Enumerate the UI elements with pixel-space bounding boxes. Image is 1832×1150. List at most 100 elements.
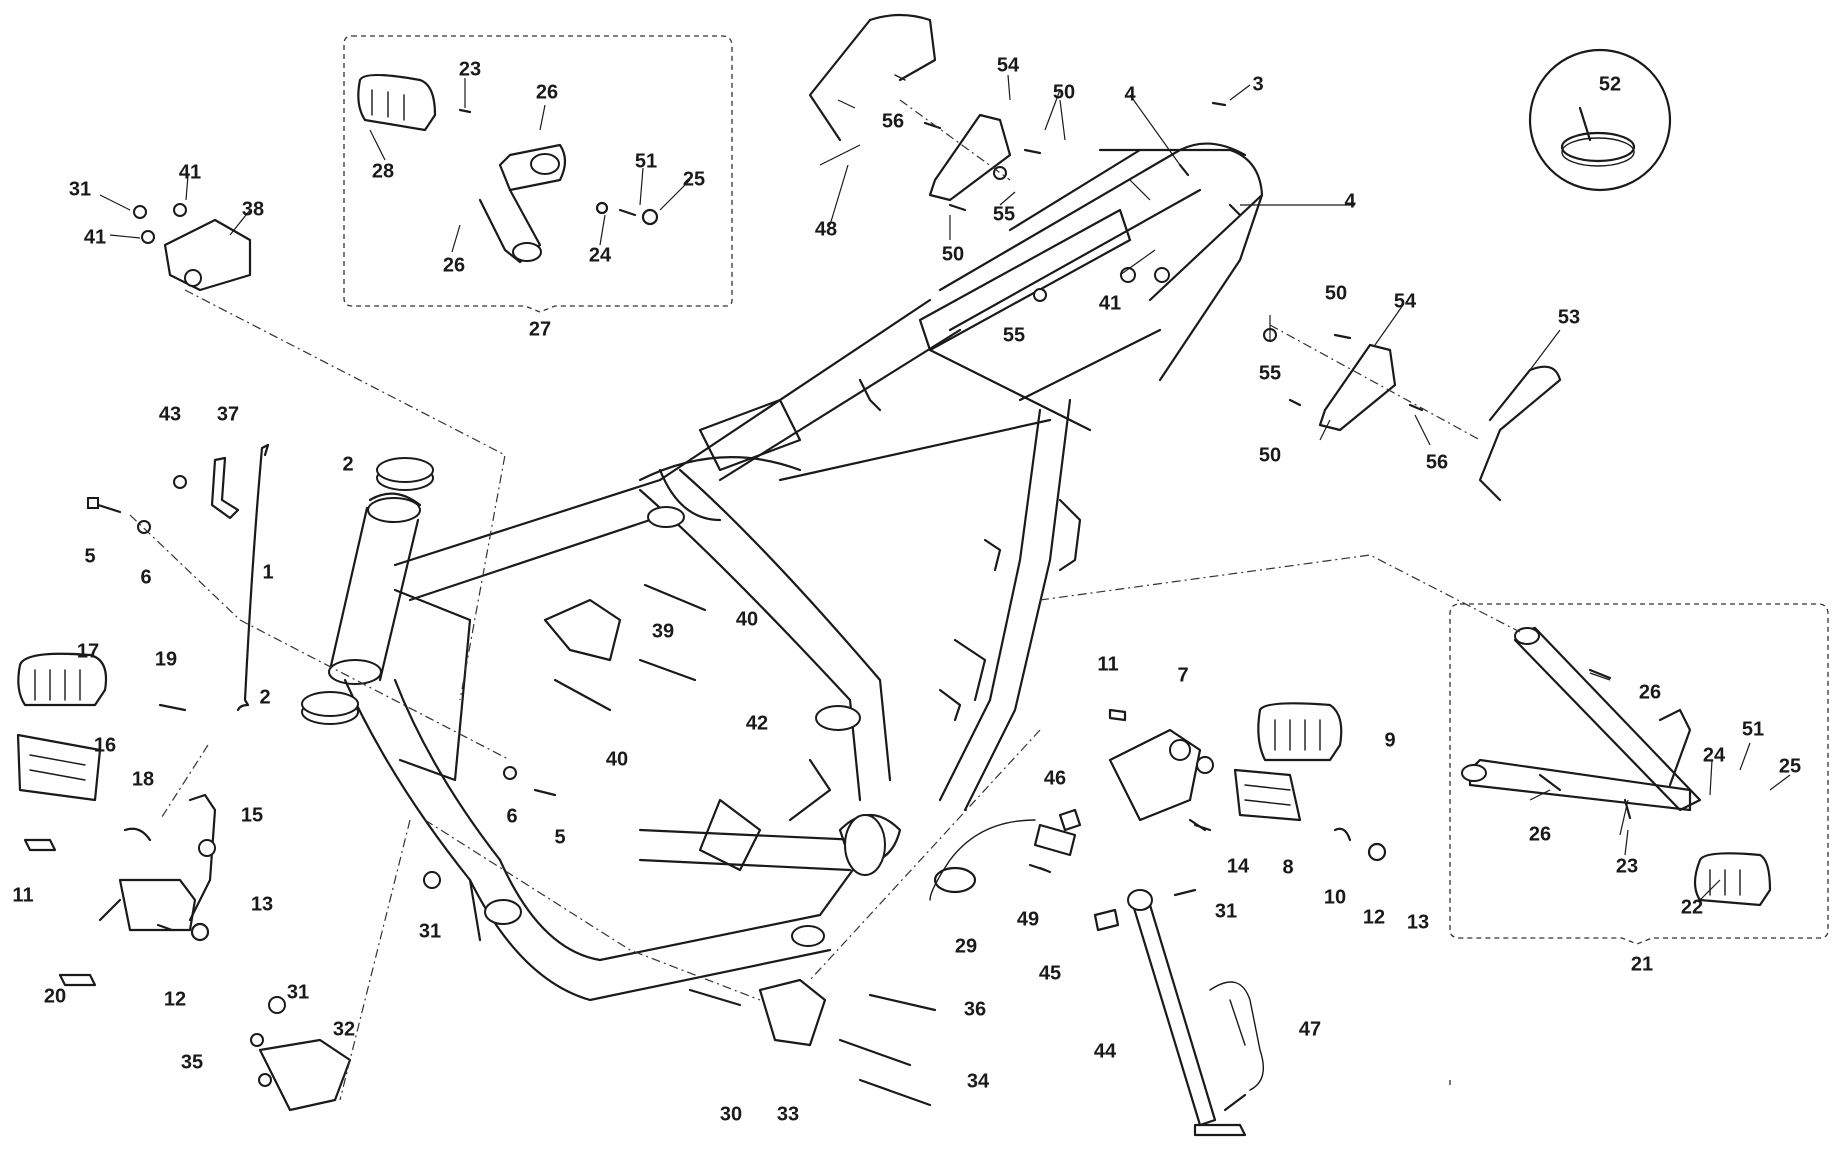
bracket-1 (236, 443, 270, 712)
main-frame (328, 142, 1264, 1002)
callout-16: 16 (94, 734, 116, 756)
bracket-54-left (928, 113, 1012, 202)
callout-20: 20 (44, 985, 66, 1007)
sidestand-switch (929, 808, 1082, 901)
callout-24-inset21: 24 (1703, 744, 1726, 766)
dashed-leaders (129, 99, 1521, 1101)
callout-10: 10 (1324, 886, 1346, 908)
callout-26-inset21-top: 26 (1639, 681, 1661, 703)
callout-55-right: 55 (1259, 362, 1281, 384)
side-stand (1093, 888, 1264, 1137)
callout-27: 27 (529, 318, 551, 340)
callout-18: 18 (132, 768, 154, 790)
callout-50-right-top: 50 (1325, 282, 1347, 304)
callout-41-top: 41 (179, 161, 201, 183)
callout-5-left: 5 (84, 545, 95, 567)
callout-14: 14 (1227, 855, 1250, 877)
callout-15: 15 (241, 804, 263, 826)
callout-4-upper: 4 (1124, 83, 1136, 105)
callout-25-inset21: 25 (1779, 755, 1801, 777)
group-box-27 (343, 35, 733, 313)
callout-17: 17 (77, 640, 99, 662)
callout-36: 36 (964, 998, 986, 1020)
rear-footpeg-bracket-27 (357, 73, 659, 264)
callout-4-right: 4 (1344, 190, 1356, 212)
callout-40-upper: 40 (736, 608, 758, 630)
callout-8: 8 (1282, 856, 1293, 878)
callout-43: 43 (159, 403, 181, 425)
callout-56-right: 56 (1426, 451, 1448, 473)
bracket-54-right (1318, 343, 1397, 432)
callout-55-left: 55 (993, 203, 1015, 225)
callout-50-left: 50 (942, 243, 964, 265)
callout-31-right: 31 (1215, 900, 1237, 922)
callout-51-inset27: 51 (635, 150, 657, 172)
callout-28: 28 (372, 160, 394, 182)
callout-54-right: 54 (1394, 290, 1417, 312)
callout-leaders (99, 74, 1791, 1085)
callout-50-top: 50 (1053, 81, 1075, 103)
callout-46: 46 (1044, 767, 1066, 789)
callout-54-left: 54 (997, 54, 1020, 76)
rear-footpeg-bracket-21 (1461, 626, 1772, 907)
callout-22: 22 (1681, 896, 1703, 918)
callout-41-seat: 41 (1099, 292, 1121, 314)
bracket-38 (163, 218, 252, 292)
callout-35: 35 (181, 1051, 203, 1073)
bracket-39 (543, 598, 622, 662)
steering-bearing-upper (376, 457, 434, 491)
callout-5-mid: 5 (554, 826, 565, 848)
callout-56-left: 56 (882, 110, 904, 132)
callout-53: 53 (1558, 306, 1580, 328)
hose-clamp-52 (1560, 106, 1636, 167)
callout-21: 21 (1631, 953, 1653, 975)
callout-52: 52 (1599, 73, 1621, 95)
callout-26-inset27-bottom: 26 (443, 254, 465, 276)
callout-33: 33 (777, 1103, 799, 1125)
callout-26-inset27-top: 26 (536, 81, 558, 103)
bracket-32 (258, 1038, 352, 1112)
callout-37: 37 (217, 403, 239, 425)
callout-12-left: 12 (164, 988, 186, 1010)
callout-7: 7 (1177, 664, 1188, 686)
callout-24-inset27: 24 (589, 244, 612, 266)
callout-31-frame: 31 (419, 920, 441, 942)
callout-34: 34 (967, 1070, 990, 1092)
callout-25-inset27: 25 (683, 168, 705, 190)
bracket-37 (210, 456, 240, 520)
callout-23-inset27: 23 (459, 58, 481, 80)
callout-2-upper: 2 (342, 453, 353, 475)
grab-rail-right (1478, 365, 1562, 502)
callout-31-bottom: 31 (287, 981, 309, 1003)
group-box-21 (1449, 603, 1829, 945)
bracket-1b (263, 443, 270, 457)
callout-38: 38 (242, 198, 264, 220)
callout-3: 3 (1252, 73, 1263, 95)
callout-40-lower: 40 (606, 748, 628, 770)
callout-19: 19 (155, 648, 177, 670)
callout-11-right: 11 (1097, 653, 1118, 675)
callout-6-mid: 6 (506, 805, 517, 827)
callout-51-inset21: 51 (1742, 718, 1764, 740)
callout-39: 39 (652, 620, 674, 642)
callout-48: 48 (815, 218, 837, 240)
bolts (87, 101, 1632, 1107)
callout-50-right-bottom: 50 (1259, 444, 1281, 466)
callout-11-left: 11 (12, 884, 33, 906)
callout-6-left: 6 (140, 566, 151, 588)
callout-13-right: 13 (1407, 911, 1429, 933)
callout-41-left: 41 (84, 226, 106, 248)
callout-26-inset21-bottom: 26 (1529, 823, 1551, 845)
callout-44: 44 (1094, 1040, 1117, 1062)
callout-1: 1 (262, 561, 273, 583)
callout-12-right: 12 (1363, 906, 1385, 928)
callout-31-left: 31 (69, 178, 91, 200)
callout-2-lower: 2 (259, 686, 270, 708)
callout-47: 47 (1299, 1018, 1321, 1040)
callout-55-center: 55 (1003, 324, 1025, 346)
callout-42: 42 (746, 712, 768, 734)
callout-9: 9 (1384, 729, 1395, 751)
callout-29: 29 (955, 935, 977, 957)
bracket-33 (758, 978, 827, 1047)
